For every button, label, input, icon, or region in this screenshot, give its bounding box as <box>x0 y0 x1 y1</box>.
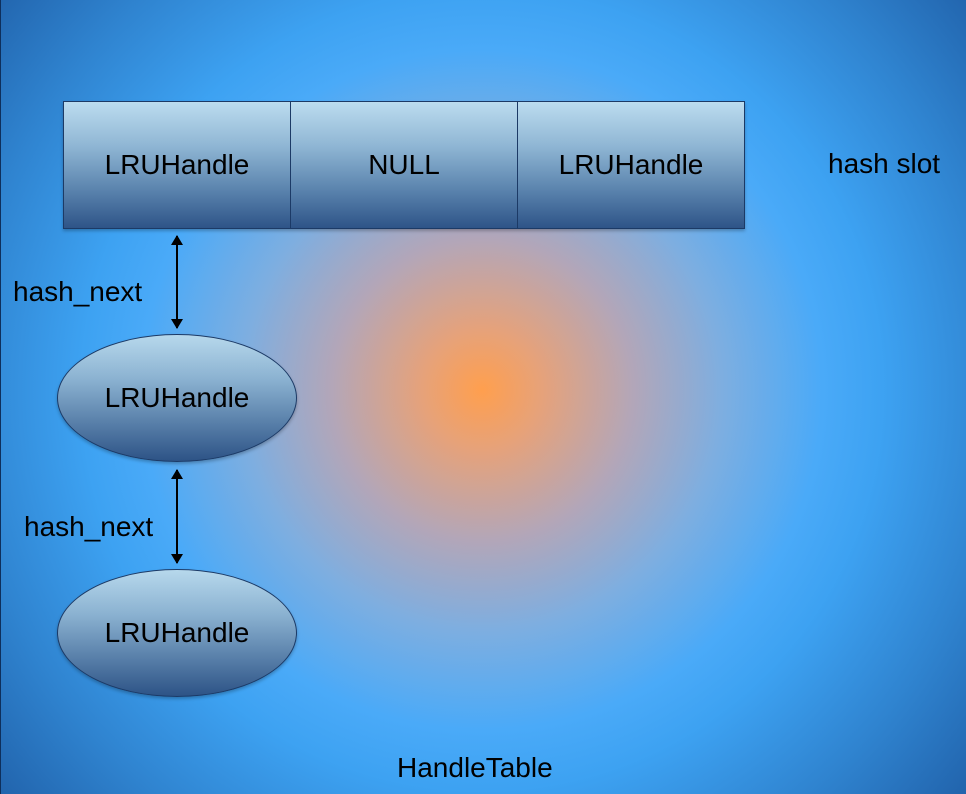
frame-left-edge <box>0 0 1 794</box>
handle-table-label: HandleTable <box>397 752 553 783</box>
hash-slot-array: LRUHandle NULL LRUHandle <box>63 101 745 229</box>
hash-slot-label: hash slot <box>828 148 941 179</box>
hash-slot-0: LRUHandle <box>64 102 290 228</box>
hash-next-label-1: hash_next <box>13 276 143 307</box>
hash-slot-1: NULL <box>290 102 517 228</box>
hash-slot-2: LRUHandle <box>517 102 744 228</box>
chain-node-1: LRUHandle <box>57 334 297 462</box>
chain-node-2: LRUHandle <box>57 569 297 697</box>
hash-next-label-2: hash_next <box>24 511 154 542</box>
